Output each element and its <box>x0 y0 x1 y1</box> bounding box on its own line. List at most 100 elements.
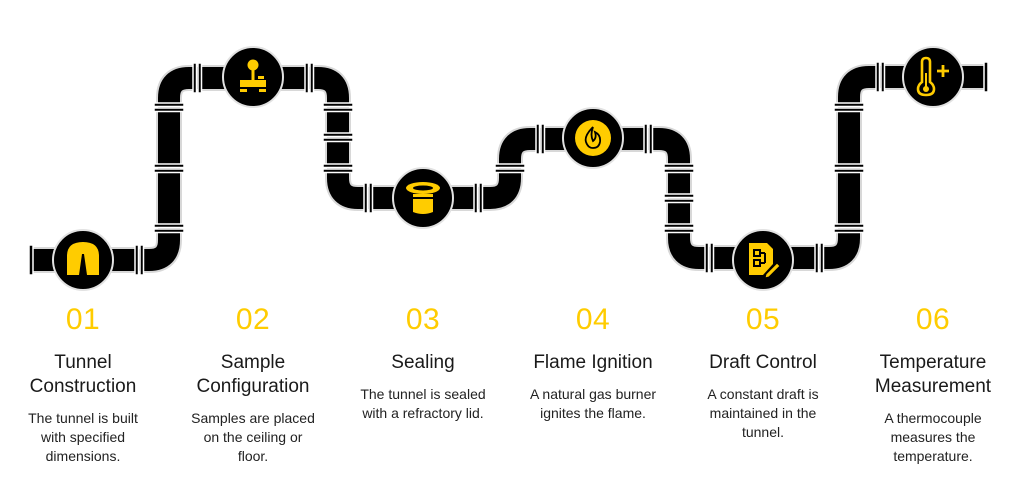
step-description-line: floor. <box>237 448 269 464</box>
step-title-line: Sealing <box>391 352 455 373</box>
lid-icon <box>406 182 440 214</box>
pipe-coupling <box>309 62 315 94</box>
step-description-line: maintained in the <box>709 405 817 421</box>
pipe-coupling <box>153 223 185 229</box>
step-number: 04 <box>575 303 611 336</box>
joystick-sample-icon <box>240 59 266 92</box>
pipe-coupling <box>134 244 140 276</box>
step-number: 02 <box>235 303 271 336</box>
pipe-coupling <box>833 223 865 229</box>
pipe-coupling <box>322 168 354 174</box>
pipe-coupling <box>535 123 541 155</box>
pipe-coupling <box>833 107 865 113</box>
step-description-line: A thermocouple <box>884 410 982 426</box>
step-title-line: Configuration <box>196 376 310 397</box>
step-number: 03 <box>405 303 441 336</box>
pipe-coupling <box>322 107 354 113</box>
pipe-coupling <box>153 102 185 108</box>
pipe-coupling <box>153 163 185 169</box>
pipe-coupling <box>819 242 825 274</box>
step-node-6 <box>902 46 964 108</box>
pipe-coupling <box>363 182 369 214</box>
tunnel-icon <box>67 242 99 275</box>
step-description: The tunnel is built with specified dimensi… <box>0 409 178 466</box>
pipe-coupling <box>833 168 865 174</box>
pipe-coupling <box>322 163 354 169</box>
pipe-coupling <box>663 163 695 169</box>
step-title: Flame Ignition <box>498 351 688 375</box>
thermometer-plus-icon <box>916 56 949 97</box>
step-title: Sealing <box>328 351 518 375</box>
pipe-coupling <box>322 137 354 143</box>
step-title-line: Draft Control <box>709 352 817 373</box>
step-title: Draft Control <box>668 351 858 375</box>
pipe-coupling <box>983 61 989 93</box>
pipe-coupling <box>875 61 881 93</box>
pipe-coupling <box>494 163 526 169</box>
step-description-line: dimensions. <box>45 448 121 464</box>
step-node-3 <box>392 167 454 229</box>
pipe-coupling <box>709 242 715 274</box>
step-number: 05 <box>745 303 781 336</box>
pipe-coupling <box>304 62 310 94</box>
step-description-line: A natural gas burner <box>529 386 657 402</box>
pipe-coupling <box>197 62 203 94</box>
step-description-line: temperature. <box>893 448 973 464</box>
pipe-coupling <box>643 123 649 155</box>
pipe-coupling <box>648 123 654 155</box>
step-description: A constant draft is maintained in the tunn… <box>668 385 858 442</box>
step-description-line: A constant draft is <box>707 386 819 402</box>
pipe-coupling <box>663 193 695 199</box>
step-description-line: The tunnel is sealed <box>360 386 486 402</box>
pipe-coupling <box>153 168 185 174</box>
pipe-couplings <box>28 61 989 276</box>
pipe-coupling <box>704 242 710 274</box>
step-title-line: Flame Ignition <box>533 352 653 373</box>
pipe-coupling <box>663 223 695 229</box>
pipe-coupling <box>540 123 546 155</box>
pipeline-diagram <box>28 46 989 291</box>
step-title-line: Temperature <box>879 352 987 373</box>
step-title-line: Tunnel <box>54 352 112 373</box>
pipe-coupling <box>28 244 34 276</box>
pipe-coupling <box>322 102 354 108</box>
pipe-coupling <box>478 182 484 214</box>
pipe-coupling <box>833 228 865 234</box>
pipe-coupling <box>473 182 479 214</box>
pipe-coupling <box>153 107 185 113</box>
step-description-line: with a refractory lid. <box>362 405 484 421</box>
pipe-coupling <box>192 62 198 94</box>
step-number: 01 <box>65 303 101 336</box>
pipe-coupling <box>880 61 886 93</box>
step-description-line: The tunnel is built <box>28 410 138 426</box>
pipe-coupling <box>663 168 695 174</box>
document-edit-icon <box>749 243 781 279</box>
step-title-line: Construction <box>29 376 137 397</box>
step-description-line: with specified <box>40 429 126 445</box>
flame-icon <box>575 120 611 156</box>
pipe-coupling <box>153 228 185 234</box>
pipe-coupling <box>663 228 695 234</box>
step-number: 06 <box>915 303 951 336</box>
pipe-coupling <box>368 182 374 214</box>
step-description-line: tunnel. <box>741 424 785 440</box>
pipe-coupling <box>322 132 354 138</box>
pipe-coupling <box>139 244 145 276</box>
pipe-coupling <box>814 242 820 274</box>
step-description-line: Samples are placed <box>191 410 315 426</box>
pipe-coupling <box>833 163 865 169</box>
step-title-line: Measurement <box>874 376 992 397</box>
pipe-coupling <box>494 168 526 174</box>
